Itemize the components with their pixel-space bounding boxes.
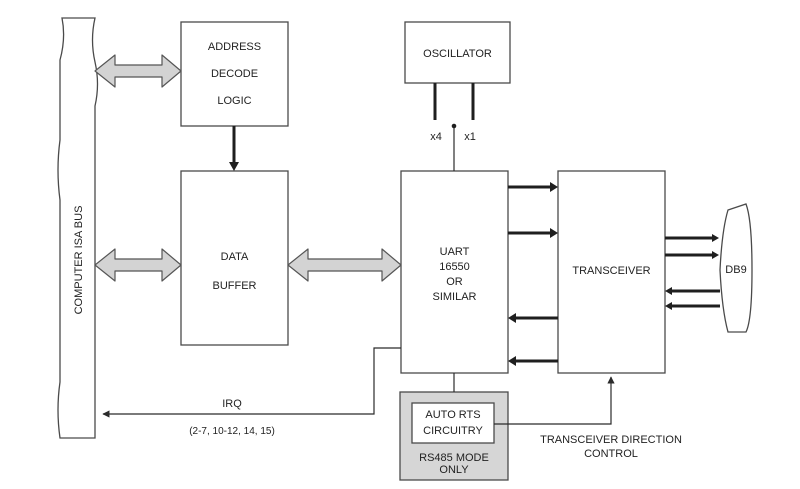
irq-label: IRQ [222,398,242,410]
db9-connector: DB9 [719,203,753,333]
oscillator-block: OSCILLATOR [404,21,511,84]
data-buffer-line-2: BUFFER [213,280,257,292]
address-bus-arrow [94,54,182,88]
irq-line [102,347,401,418]
uart-data-arrow [287,248,402,282]
oscillator-label: OSCILLATOR [423,48,492,60]
direction-control-line-1: TRANSCEIVER DIRECTION [540,434,682,446]
clock-select-dot [451,123,457,129]
uart-line-4: SIMILAR [432,291,476,303]
address-decode-line-2: DECODE [211,68,258,80]
address-decode-line-3: LOGIC [217,95,251,107]
x4-label: x4 [430,131,442,143]
uart-line-1: UART [440,246,470,258]
rs485-mode-line-2: ONLY [439,464,469,476]
uart-line-3: OR [446,276,463,288]
address-decode-logic-block: ADDRESS DECODE LOGIC [180,21,289,127]
data-buffer-block: DATA BUFFER [180,170,289,346]
db9-label: DB9 [725,264,746,276]
x1-label: x1 [464,131,476,143]
direction-control-line [494,376,615,425]
uart-transceiver-signals [508,182,558,366]
auto-rts-line-2: CIRCUITRY [423,425,483,437]
direction-control-line-2: CONTROL [584,448,638,460]
address-decode-line-1: ADDRESS [208,41,261,53]
isa-bus: COMPUTER ISA BUS [57,17,99,439]
data-buffer-line-1: DATA [221,251,249,263]
uart-block: UART 16550 OR SIMILAR [400,170,509,374]
transceiver-db9-signals [665,234,720,310]
rs485-mode-block: AUTO RTS CIRCUITRY RS485 MODE ONLY [399,391,509,481]
auto-rts-block [411,402,495,444]
auto-rts-line-1: AUTO RTS [425,409,480,421]
transceiver-block: TRANSCEIVER [557,170,666,374]
rs485-mode-line-1: RS485 MODE [419,452,489,464]
irq-values-label: (2-7, 10-12, 14, 15) [189,426,275,437]
isa-bus-label: COMPUTER ISA BUS [73,206,85,315]
uart-line-2: 16550 [439,261,470,273]
data-bus-arrow [94,248,182,282]
transceiver-label: TRANSCEIVER [572,265,650,277]
